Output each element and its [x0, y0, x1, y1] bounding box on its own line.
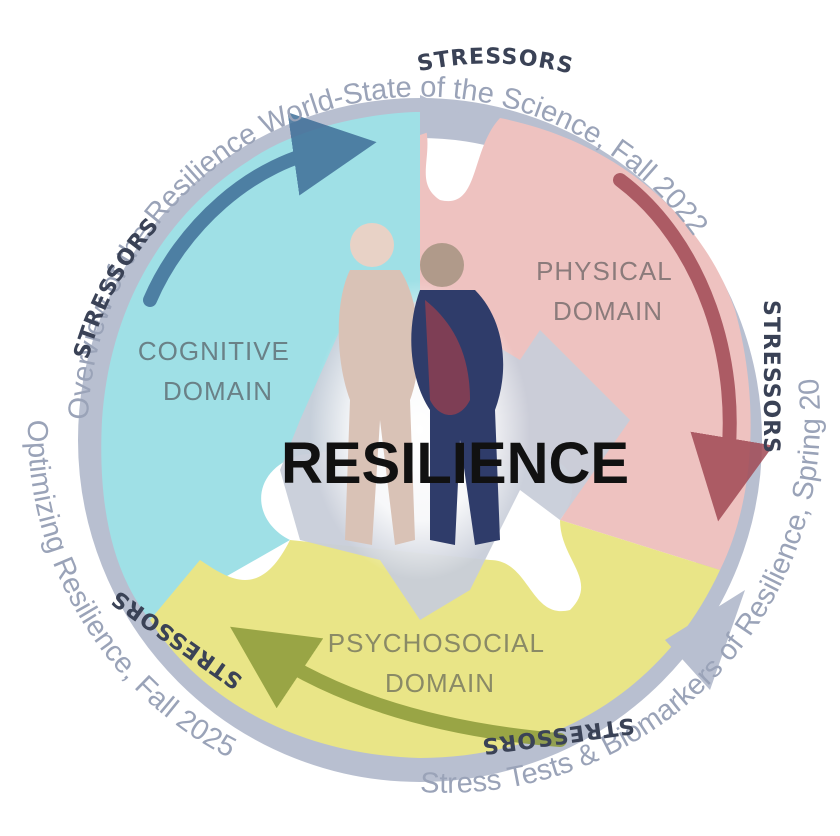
physical-domain-label: PHYSICAL DOMAIN	[536, 256, 680, 326]
ring-arrowhead-lower-right	[665, 590, 745, 690]
red-stressor-arrow	[613, 173, 774, 522]
green-stressor-arrow	[230, 626, 567, 747]
ring-arrowhead-top	[420, 95, 470, 135]
blue-stressor-arrow	[143, 112, 377, 307]
psychosocial-domain-label: PSYCHOSOCIAL DOMAIN	[328, 628, 552, 698]
resilience-center-label: RESILIENCE	[281, 431, 629, 496]
cognitive-domain-label: COGNITIVE DOMAIN	[138, 336, 298, 406]
elderly-couple-illustration	[310, 223, 530, 580]
stressors-label-right: STRESSORS	[758, 300, 783, 454]
